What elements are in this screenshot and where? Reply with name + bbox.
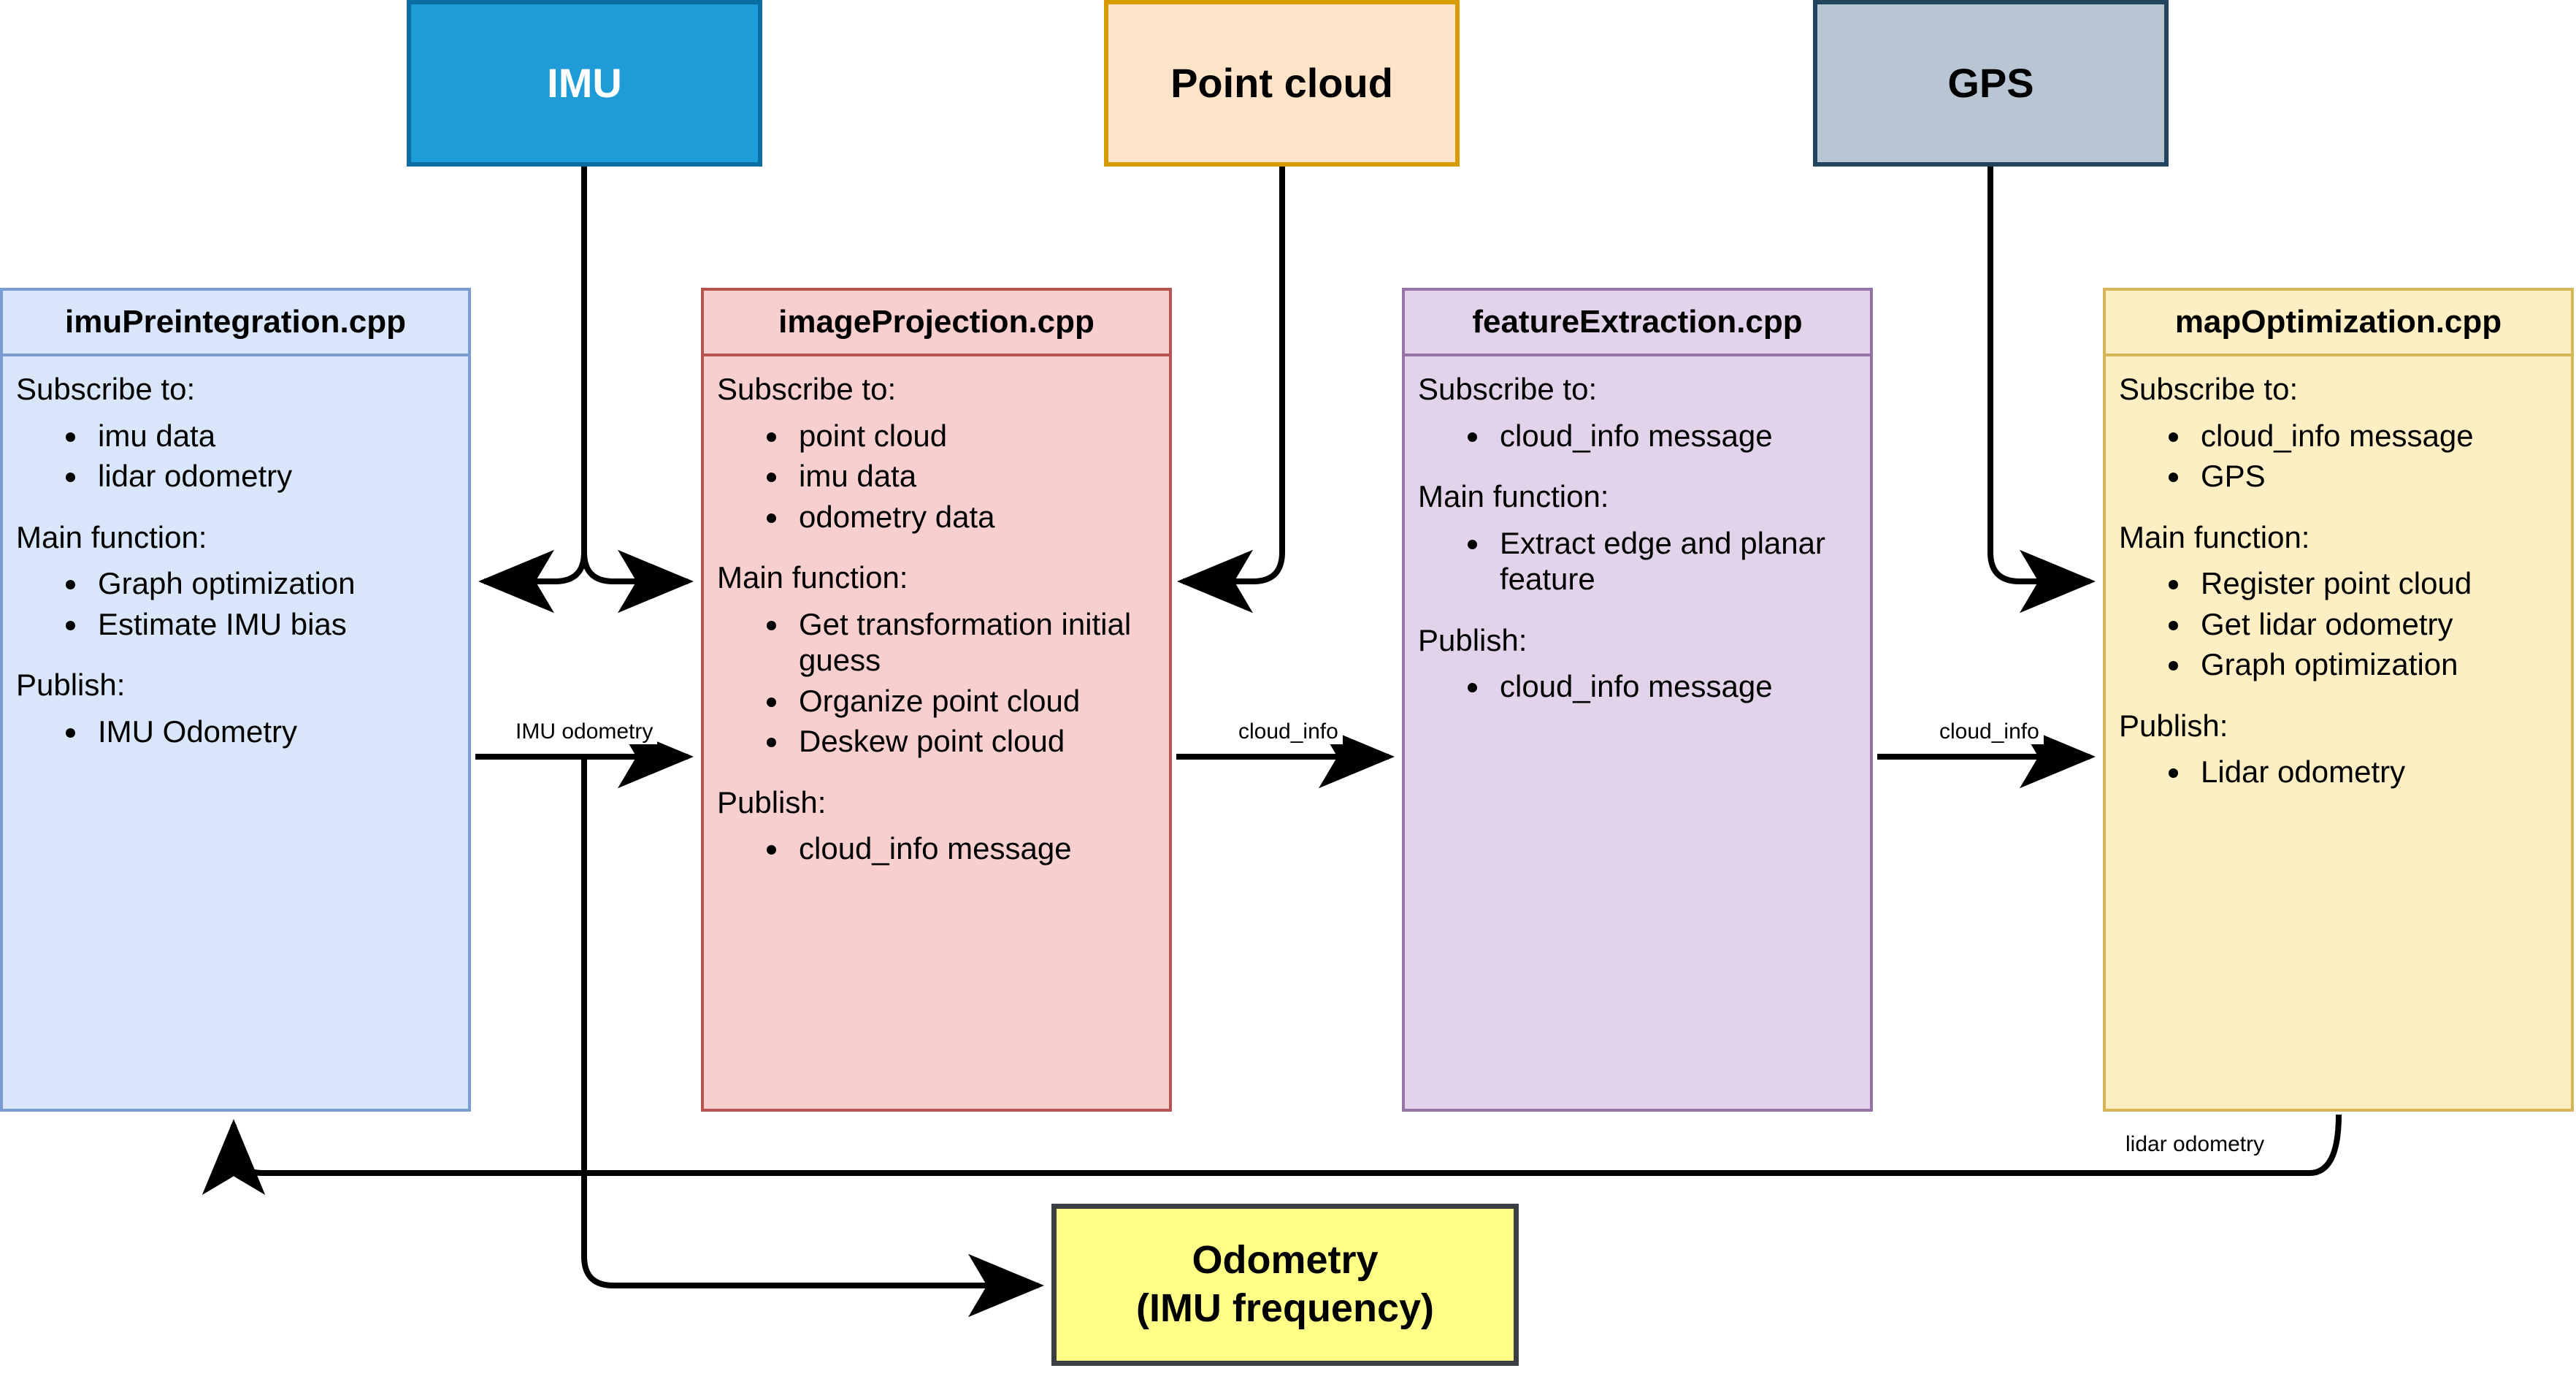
output-label-line2: (IMU frequency): [1135, 1286, 1435, 1330]
list-item: Get lidar odometry: [2192, 606, 2571, 643]
node-card-imupreintegration[interactable]: imuPreintegration.cpp Subscribe to: imu …: [0, 288, 471, 1112]
section-heading: Subscribe to:: [717, 372, 897, 406]
section-heading: Publish:: [16, 668, 126, 703]
section-list: cloud_info message GPS: [2106, 418, 2571, 494]
edge-label-lidar-odometry: lidar odometry: [2121, 1132, 2269, 1157]
output-label-line1: Odometry: [1192, 1238, 1379, 1283]
node-title-imupreintegration: imuPreintegration.cpp: [3, 291, 468, 356]
source-box-imu[interactable]: IMU: [407, 0, 762, 167]
list-item: Extract edge and planar feature: [1491, 525, 1870, 597]
list-item: cloud_info message: [1491, 668, 1870, 705]
list-item: point cloud: [790, 418, 1169, 454]
source-box-gps[interactable]: GPS: [1813, 0, 2169, 167]
list-item: odometry data: [790, 499, 1169, 535]
list-item: Lidar odometry: [2192, 754, 2571, 790]
node-body-mapoptimization: Subscribe to: cloud_info message GPS Mai…: [2106, 356, 2571, 790]
section-list: Graph optimization Estimate IMU bias: [3, 565, 468, 642]
section-heading: Main function:: [1418, 479, 1609, 514]
list-item: Deskew point cloud: [790, 723, 1169, 760]
node-body-featureextraction: Subscribe to: cloud_info message Main fu…: [1405, 356, 1870, 705]
section-heading: Publish:: [717, 784, 827, 820]
section-list: point cloud imu data odometry data: [704, 418, 1169, 535]
edge-gps-to-mapoptimization: [1987, 167, 2096, 614]
section-list: cloud_info message: [1405, 668, 1870, 705]
node-card-featureextraction[interactable]: featureExtraction.cpp Subscribe to: clou…: [1402, 288, 1873, 1112]
edge-label-imu-odometry: IMU odometry: [511, 719, 658, 744]
section-heading: Main function:: [2119, 519, 2310, 554]
source-label-gps: GPS: [1947, 60, 2034, 107]
list-item: Estimate IMU bias: [89, 606, 468, 643]
list-item: cloud_info message: [1491, 418, 1870, 454]
source-label-imu: IMU: [547, 60, 622, 107]
list-item: Register point cloud: [2192, 565, 2571, 602]
list-item: Graph optimization: [89, 565, 468, 602]
section-list: Register point cloud Get lidar odometry …: [2106, 565, 2571, 683]
node-title-featureextraction: featureExtraction.cpp: [1405, 291, 1870, 356]
list-item: imu data: [89, 418, 468, 454]
edge-label-cloud-info-2: cloud_info: [1935, 719, 2044, 744]
list-item: IMU Odometry: [89, 714, 468, 750]
section-list: imu data lidar odometry: [3, 418, 468, 494]
section-heading: Publish:: [2119, 708, 2228, 743]
list-item: GPS: [2192, 458, 2571, 494]
section-heading: Publish:: [1418, 622, 1527, 657]
node-card-imageprojection[interactable]: imageProjection.cpp Subscribe to: point …: [701, 288, 1172, 1112]
section-heading: Subscribe to:: [2119, 372, 2299, 406]
node-title-mapoptimization: mapOptimization.cpp: [2106, 291, 2571, 356]
source-box-point-cloud[interactable]: Point cloud: [1104, 0, 1460, 167]
section-heading: Main function:: [717, 560, 908, 595]
edge-imu-to-imageprojection: [581, 549, 694, 614]
section-list: IMU Odometry: [3, 714, 468, 750]
section-list: cloud_info message: [1405, 418, 1870, 454]
edge-pointcloud-to-imageprojection: [1177, 167, 1285, 614]
section-list: Extract edge and planar feature: [1405, 525, 1870, 597]
output-box-odometry[interactable]: Odometry (IMU frequency): [1051, 1204, 1519, 1366]
list-item: imu data: [790, 458, 1169, 494]
node-card-mapoptimization[interactable]: mapOptimization.cpp Subscribe to: cloud_…: [2103, 288, 2574, 1112]
list-item: cloud_info message: [2192, 418, 2571, 454]
list-item: cloud_info message: [790, 830, 1169, 867]
section-list: Get transformation initial guess Organiz…: [704, 606, 1169, 760]
edge-lidarodometry-feedback: [202, 1114, 2342, 1195]
section-heading: Subscribe to:: [1418, 372, 1598, 406]
section-list: Lidar odometry: [2106, 754, 2571, 790]
edge-imu-to-imupreintegration: [478, 549, 587, 614]
node-body-imageprojection: Subscribe to: point cloud imu data odome…: [704, 356, 1169, 867]
list-item: Organize point cloud: [790, 683, 1169, 719]
section-heading: Subscribe to:: [16, 372, 196, 406]
list-item: lidar odometry: [89, 458, 468, 494]
edge-label-cloud-info-1: cloud_info: [1234, 719, 1343, 744]
section-heading: Main function:: [16, 519, 207, 554]
list-item: Get transformation initial guess: [790, 606, 1169, 679]
source-label-point-cloud: Point cloud: [1170, 60, 1393, 107]
section-list: cloud_info message: [704, 830, 1169, 867]
node-body-imupreintegration: Subscribe to: imu data lidar odometry Ma…: [3, 356, 468, 749]
list-item: Graph optimization: [2192, 646, 2571, 683]
node-title-imageprojection: imageProjection.cpp: [704, 291, 1169, 356]
